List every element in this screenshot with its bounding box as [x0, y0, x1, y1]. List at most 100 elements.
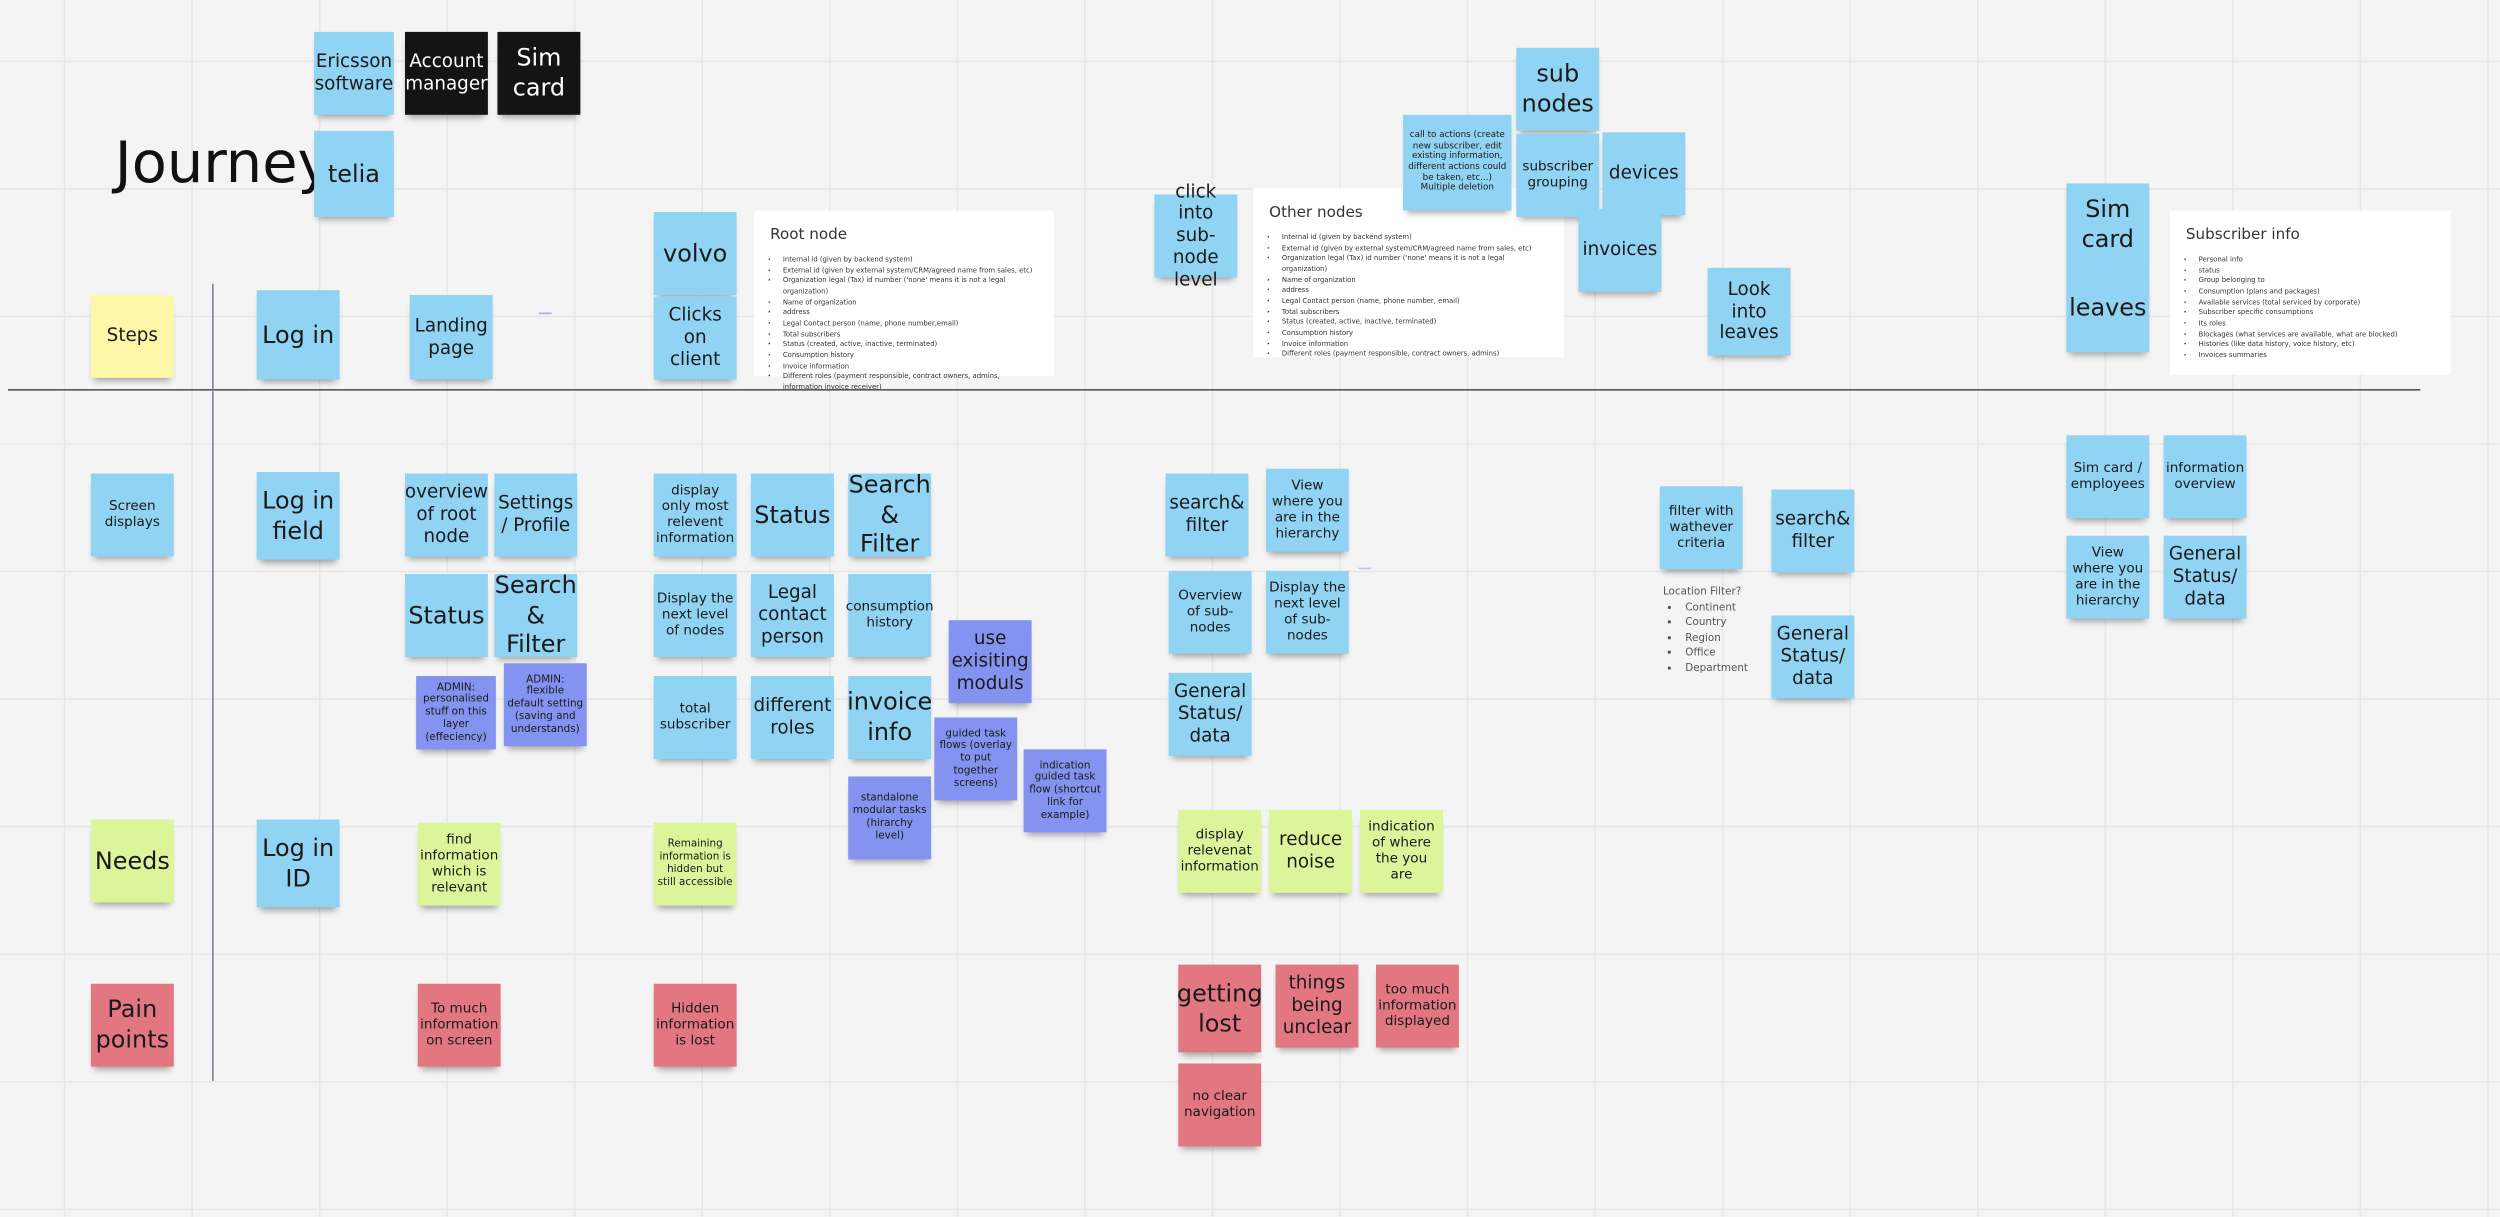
- sticky-note[interactable]: Display the next level of sub-nodes: [1265, 570, 1349, 654]
- card-list-item: External id (given by external system/CR…: [1282, 245, 1551, 256]
- sticky-note[interactable]: Status: [750, 473, 834, 557]
- location-filter-note[interactable]: Location Filter? ContinentCountryRegionO…: [1663, 585, 1748, 676]
- sticky-note[interactable]: too much information displayed: [1375, 964, 1459, 1048]
- card-list-item: Histories (like data history, voice hist…: [2199, 342, 2438, 353]
- card-list-item: Personal info: [2199, 257, 2438, 268]
- sticky-note[interactable]: total subscriber: [653, 676, 737, 759]
- sticky-note[interactable]: standalone modular tasks (hirarchy level…: [848, 776, 932, 860]
- sticky-note-text: things being unclear: [1282, 971, 1352, 1038]
- other-nodes-card[interactable]: Other nodesInternal id (given by backend…: [1253, 188, 1565, 359]
- sticky-note-text: Clicks on client: [668, 303, 722, 370]
- sticky-note[interactable]: Sim card / employees: [2066, 435, 2150, 519]
- sticky-note-text: reduce noise: [1279, 827, 1343, 873]
- sticky-note[interactable]: things being unclear: [1275, 964, 1359, 1048]
- root-node-card[interactable]: Root nodeInternal id (given by backend s…: [754, 210, 1054, 392]
- card-list-item: Invoices summaries: [2199, 352, 2438, 363]
- sticky-note-text: Display the next level of nodes: [656, 591, 734, 640]
- sticky-note[interactable]: Landing page: [409, 294, 493, 380]
- sticky-note[interactable]: click into sub-node level: [1154, 180, 1238, 290]
- sticky-note-text: Account manager: [405, 49, 488, 95]
- sticky-note[interactable]: getting lost: [1177, 964, 1263, 1053]
- location-filter-item: Office: [1685, 646, 1748, 661]
- sticky-note[interactable]: Display the next level of nodes: [653, 573, 737, 657]
- sticky-note[interactable]: Sim card: [497, 31, 581, 115]
- sticky-note-text: Sim card: [512, 43, 566, 103]
- sticky-note[interactable]: overview of root node: [405, 473, 488, 557]
- sticky-note[interactable]: Steps: [90, 294, 174, 378]
- sticky-note[interactable]: Remaining information is hidden but stil…: [653, 822, 737, 906]
- sticky-note[interactable]: telia: [314, 130, 394, 217]
- sticky-note[interactable]: invoice info: [847, 676, 933, 759]
- sticky-note[interactable]: leaves: [2066, 263, 2150, 353]
- sticky-note[interactable]: General Status/ data: [1771, 615, 1855, 699]
- sticky-note[interactable]: Ericsson software: [314, 31, 394, 115]
- sticky-note[interactable]: Legal contact person: [750, 573, 834, 657]
- sticky-note[interactable]: invoices: [1578, 208, 1662, 292]
- sticky-note[interactable]: Sim card: [2066, 183, 2150, 267]
- sticky-note[interactable]: sub nodes: [1516, 47, 1600, 131]
- sticky-note[interactable]: subscriber grouping: [1516, 133, 1600, 217]
- sticky-note-text: View where you are in the hierarchy: [2072, 544, 2144, 610]
- sticky-note[interactable]: find information which is relevant: [417, 822, 501, 906]
- sticky-note[interactable]: indication of where the you are: [1360, 809, 1443, 893]
- sticky-note-text: indication of where the you are: [1368, 818, 1435, 884]
- sticky-note[interactable]: search& filter: [1165, 473, 1249, 557]
- subscriber-info-card[interactable]: Subscriber infoPersonal infostatusGroup …: [2169, 210, 2451, 375]
- sticky-note-text: General Status/ data: [1174, 679, 1247, 747]
- sticky-note-text: Needs: [94, 846, 170, 875]
- sticky-note[interactable]: Log in field: [256, 471, 340, 560]
- sticky-note[interactable]: display only most relevent information: [653, 473, 737, 557]
- sticky-note[interactable]: reduce noise: [1269, 809, 1353, 893]
- card-list-item: address: [1282, 287, 1551, 298]
- sticky-note[interactable]: information overview: [2163, 435, 2247, 519]
- sticky-note[interactable]: Needs: [90, 819, 174, 903]
- sticky-note[interactable]: no clear navigation: [1178, 1063, 1262, 1147]
- card-list-item: Invoice information: [783, 363, 1041, 374]
- sticky-note-text: search& filter: [1169, 491, 1245, 536]
- sticky-note[interactable]: Pain points: [90, 983, 174, 1067]
- sticky-note[interactable]: search& filter: [1771, 489, 1855, 573]
- sticky-note-text: invoice info: [847, 687, 933, 747]
- sticky-note[interactable]: Search & Filter: [848, 470, 932, 559]
- card-list-item: External id (given by external system/CR…: [783, 267, 1041, 278]
- sticky-note[interactable]: consumption history: [845, 573, 934, 657]
- sticky-note-text: volvo: [663, 238, 728, 268]
- sticky-note[interactable]: Settings / Profile: [494, 473, 578, 557]
- sticky-note[interactable]: indication guided task flow (shortcut li…: [1023, 749, 1107, 833]
- sticky-note[interactable]: Clicks on client: [653, 296, 737, 380]
- sticky-note[interactable]: Log in ID: [256, 819, 340, 908]
- sticky-note[interactable]: use exisiting moduls: [948, 620, 1032, 704]
- sticky-note[interactable]: devices: [1602, 132, 1686, 216]
- sticky-note[interactable]: Hidden information is lost: [653, 983, 737, 1067]
- sticky-note[interactable]: To much information on screen: [417, 983, 501, 1067]
- sticky-note[interactable]: Look into leaves: [1707, 267, 1791, 356]
- sticky-note[interactable]: call to actions (create new subscriber, …: [1403, 114, 1512, 211]
- sticky-note[interactable]: Account manager: [404, 31, 488, 115]
- sticky-note[interactable]: Search & Filter: [494, 571, 578, 659]
- sticky-note[interactable]: filter with wathever criteria: [1659, 486, 1743, 570]
- sticky-note[interactable]: View where you are in the hierarchy: [2066, 535, 2150, 619]
- sticky-note-text: Sim card: [2081, 194, 2135, 254]
- sticky-note[interactable]: General Status/ data: [2163, 535, 2247, 619]
- sticky-note[interactable]: different roles: [750, 676, 834, 759]
- sticky-note-text: consumption history: [845, 599, 934, 632]
- sticky-note-text: Pain points: [95, 995, 170, 1054]
- sticky-note[interactable]: volvo: [653, 212, 737, 295]
- sticky-note[interactable]: General Status/ data: [1168, 672, 1252, 756]
- sticky-note[interactable]: Overview of sub-nodes: [1168, 570, 1252, 654]
- sticky-note[interactable]: Log in: [256, 290, 340, 380]
- sticky-note[interactable]: ADMIN: personalised stuff on this layer …: [416, 676, 496, 750]
- sticky-note[interactable]: Screen displays: [90, 473, 174, 557]
- sticky-note-text: General Status/ data: [1776, 622, 1849, 689]
- sticky-note-text: standalone modular tasks (hirarchy level…: [852, 791, 927, 842]
- sticky-note[interactable]: View where you are in the hierarchy: [1265, 468, 1349, 552]
- location-filter-item: Continent: [1685, 601, 1748, 616]
- card-list-item: Available services (total serviced by co…: [2199, 299, 2438, 310]
- card-list-item: Different roles (payment responsible, co…: [783, 373, 1041, 394]
- sticky-note[interactable]: display relevenat information: [1178, 809, 1262, 893]
- sticky-note[interactable]: Status: [404, 573, 488, 657]
- sticky-note[interactable]: ADMIN: flexible default setting (saving …: [503, 663, 587, 747]
- sticky-note-text: leaves: [2069, 292, 2147, 322]
- sticky-note[interactable]: guided task flows (overlay to put togeth…: [934, 717, 1018, 801]
